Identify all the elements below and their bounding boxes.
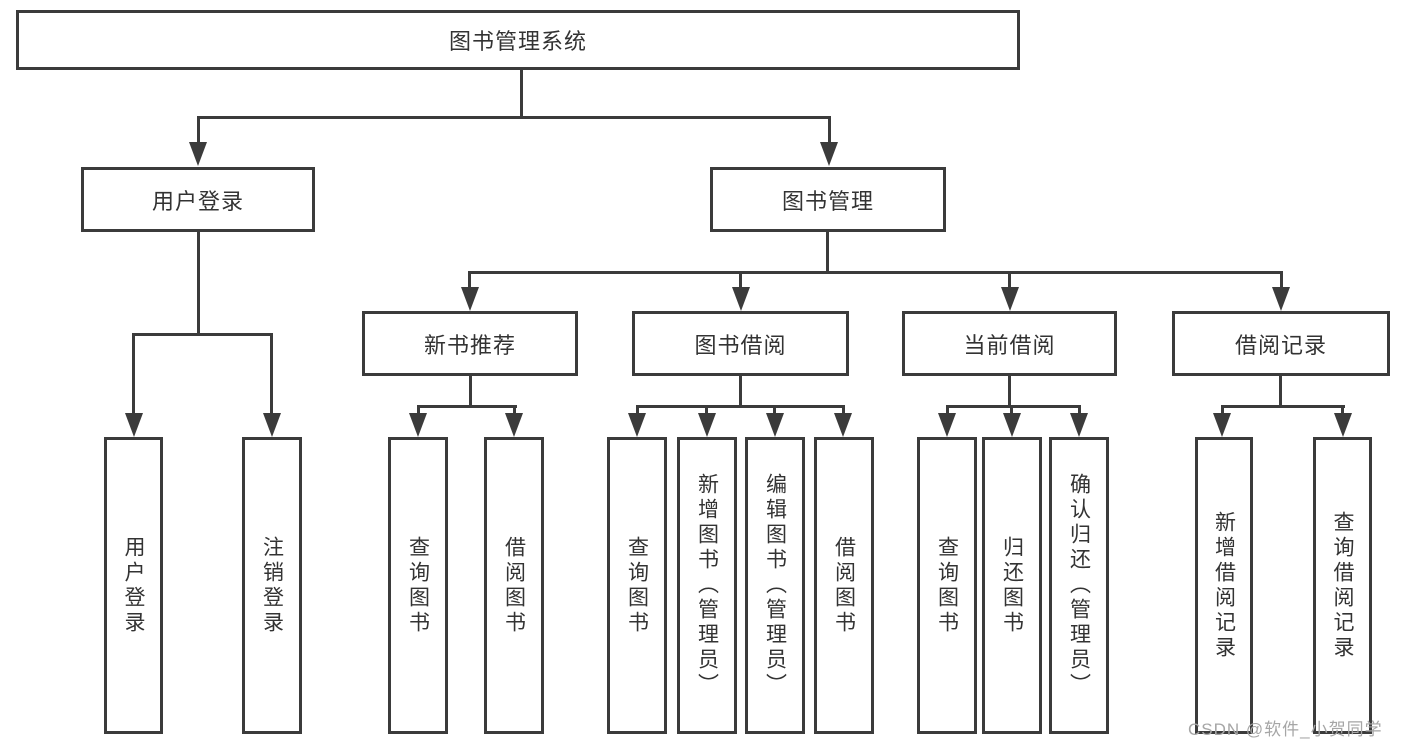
arrowhead-icon (1070, 413, 1088, 437)
connector-line (1008, 271, 1011, 289)
leaf-query-borrow-record-label: 查询借阅记录 (1331, 510, 1354, 661)
arrowhead-icon (938, 413, 956, 437)
leaf-add-borrow-record: 新增借阅记录 (1195, 437, 1253, 734)
connector-line (132, 333, 135, 415)
node-book-borrowing: 图书借阅 (632, 311, 849, 376)
connector-line (828, 116, 831, 146)
node-new-book-recommend: 新书推荐 (362, 311, 578, 376)
connector-line (469, 376, 472, 407)
leaf-query-books-recommend: 查询图书 (388, 437, 448, 734)
connector-line (739, 271, 742, 289)
node-book-management-label: 图书管理 (781, 188, 874, 214)
leaf-add-borrow-record-label: 新增借阅记录 (1212, 510, 1236, 661)
leaf-return-book-label: 归还图书 (1000, 535, 1024, 636)
connector-line (1008, 376, 1011, 407)
node-root-label: 图书管理系统 (448, 29, 587, 54)
connector-line (1010, 405, 1013, 417)
leaf-user-login-label: 用户登录 (122, 535, 145, 636)
connector-line (1341, 405, 1344, 417)
leaf-query-books-recommend-label: 查询图书 (406, 535, 430, 636)
arrowhead-icon (628, 413, 646, 437)
connector-line (1078, 405, 1081, 417)
arrowhead-icon (1334, 413, 1352, 437)
arrowhead-icon (189, 142, 207, 166)
arrowhead-icon (834, 413, 852, 437)
connector-line (417, 405, 517, 408)
connector-line (132, 333, 273, 336)
node-book-borrowing-label: 图书借阅 (694, 332, 787, 358)
arrowhead-icon (505, 413, 523, 437)
connector-line (1221, 405, 1345, 408)
arrowhead-icon (1001, 287, 1019, 311)
connector-line (468, 271, 471, 289)
leaf-add-book-admin-label: 新增图书（管理员） (695, 473, 719, 698)
arrowhead-icon (409, 413, 427, 437)
connector-line (946, 405, 1081, 408)
connector-line (197, 116, 200, 146)
arrowhead-icon (263, 413, 281, 437)
connector-line (1221, 405, 1224, 417)
leaf-borrow-books-recommend: 借阅图书 (484, 437, 544, 734)
node-new-book-recommend-label: 新书推荐 (423, 332, 516, 358)
connector-line (520, 70, 523, 118)
arrowhead-icon (1213, 413, 1231, 437)
connector-line (513, 405, 516, 417)
connector-line (705, 405, 708, 417)
csdn-watermark: CSDN @软件_小贺同学 (1188, 720, 1383, 739)
connector-line (636, 405, 639, 417)
node-root: 图书管理系统 (16, 10, 1020, 70)
arrowhead-icon (125, 413, 143, 437)
leaf-query-borrow-record: 查询借阅记录 (1313, 437, 1372, 734)
node-user-login-label: 用户登录 (151, 188, 244, 214)
connector-line (417, 405, 420, 417)
connector-line (197, 232, 200, 335)
arrowhead-icon (732, 287, 750, 311)
connector-line (636, 405, 845, 408)
leaf-borrow-books-borrowing: 借阅图书 (814, 437, 874, 734)
node-borrowing-records-label: 借阅记录 (1234, 332, 1327, 358)
leaf-borrow-books-borrowing-label: 借阅图书 (832, 535, 856, 636)
connector-line (1279, 376, 1282, 407)
leaf-logout-label: 注销登录 (260, 535, 284, 636)
arrowhead-icon (698, 413, 716, 437)
leaf-query-books-current-label: 查询图书 (935, 535, 959, 636)
connector-line (739, 376, 742, 407)
connector-line (826, 232, 829, 273)
connector-line (1280, 271, 1283, 289)
leaf-borrow-books-recommend-label: 借阅图书 (502, 535, 526, 636)
connector-line (946, 405, 949, 417)
arrowhead-icon (820, 142, 838, 166)
leaf-user-login: 用户登录 (104, 437, 163, 734)
leaf-edit-book-admin: 编辑图书（管理员） (745, 437, 805, 734)
node-current-borrowing: 当前借阅 (902, 311, 1117, 376)
leaf-logout: 注销登录 (242, 437, 302, 734)
connector-line (270, 333, 273, 415)
connector-line (842, 405, 845, 417)
leaf-query-books-borrowing-label: 查询图书 (625, 535, 649, 636)
node-borrowing-records: 借阅记录 (1172, 311, 1390, 376)
leaf-edit-book-admin-label: 编辑图书（管理员） (763, 473, 787, 698)
arrowhead-icon (766, 413, 784, 437)
leaf-confirm-return-admin-label: 确认归还（管理员） (1067, 473, 1091, 698)
arrowhead-icon (461, 287, 479, 311)
arrowhead-icon (1003, 413, 1021, 437)
arrowhead-icon (1272, 287, 1290, 311)
connector-line (197, 116, 831, 119)
node-current-borrowing-label: 当前借阅 (963, 332, 1056, 358)
leaf-add-book-admin: 新增图书（管理员） (677, 437, 737, 734)
node-book-management: 图书管理 (710, 167, 946, 232)
connector-line (468, 271, 1283, 274)
connector-line (773, 405, 776, 417)
leaf-return-book: 归还图书 (982, 437, 1042, 734)
leaf-query-books-current: 查询图书 (917, 437, 977, 734)
leaf-confirm-return-admin: 确认归还（管理员） (1049, 437, 1109, 734)
leaf-query-books-borrowing: 查询图书 (607, 437, 667, 734)
node-user-login: 用户登录 (81, 167, 315, 232)
